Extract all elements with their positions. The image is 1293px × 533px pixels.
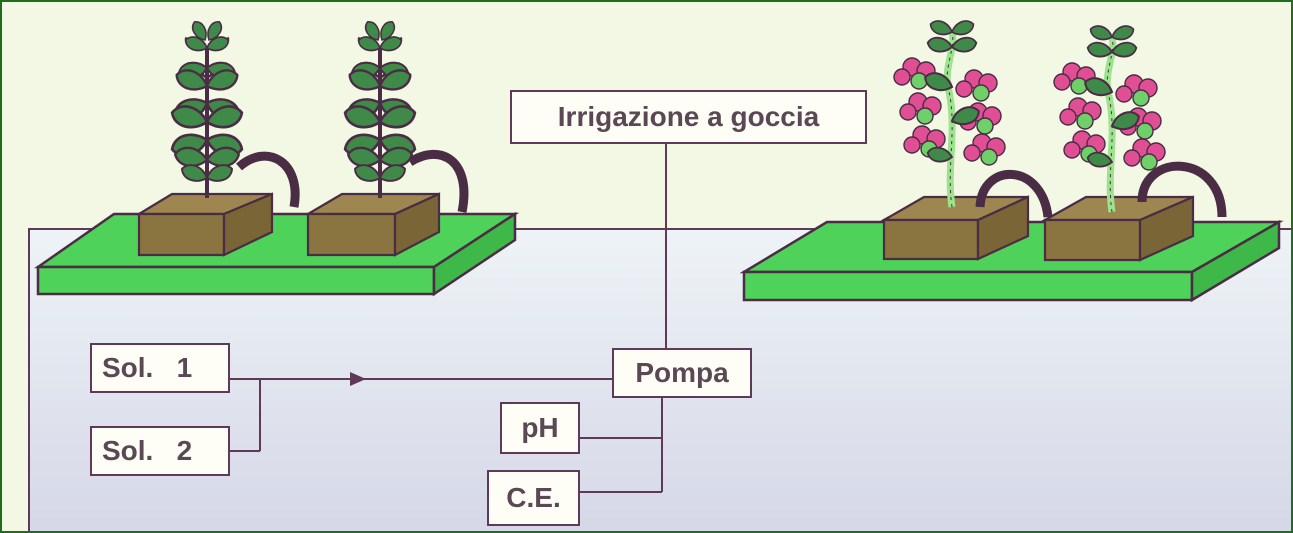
flow-arrow-icon	[350, 372, 366, 386]
left-substrate-slabs	[135, 192, 441, 257]
ec-sensor-label: C.E.	[487, 470, 580, 526]
pump-label: Pompa	[612, 348, 752, 398]
drip-tube-icon	[407, 149, 469, 213]
young-plant-icon	[343, 19, 418, 198]
solution-1-label: Sol. 1	[90, 343, 230, 393]
drip-tube-icon	[236, 151, 300, 208]
drip-tube-icon	[1137, 161, 1227, 218]
solution-2-label: Sol. 2	[90, 426, 230, 476]
young-plant-icon	[170, 19, 245, 198]
left-growing-tray	[34, 211, 520, 297]
ph-sensor-label: pH	[500, 402, 580, 454]
connector-lines	[230, 144, 667, 493]
drip-tube-icon	[975, 169, 1053, 218]
right-substrate-slabs	[879, 195, 1195, 262]
irrigation-label: Irrigazione a goccia	[510, 90, 867, 144]
